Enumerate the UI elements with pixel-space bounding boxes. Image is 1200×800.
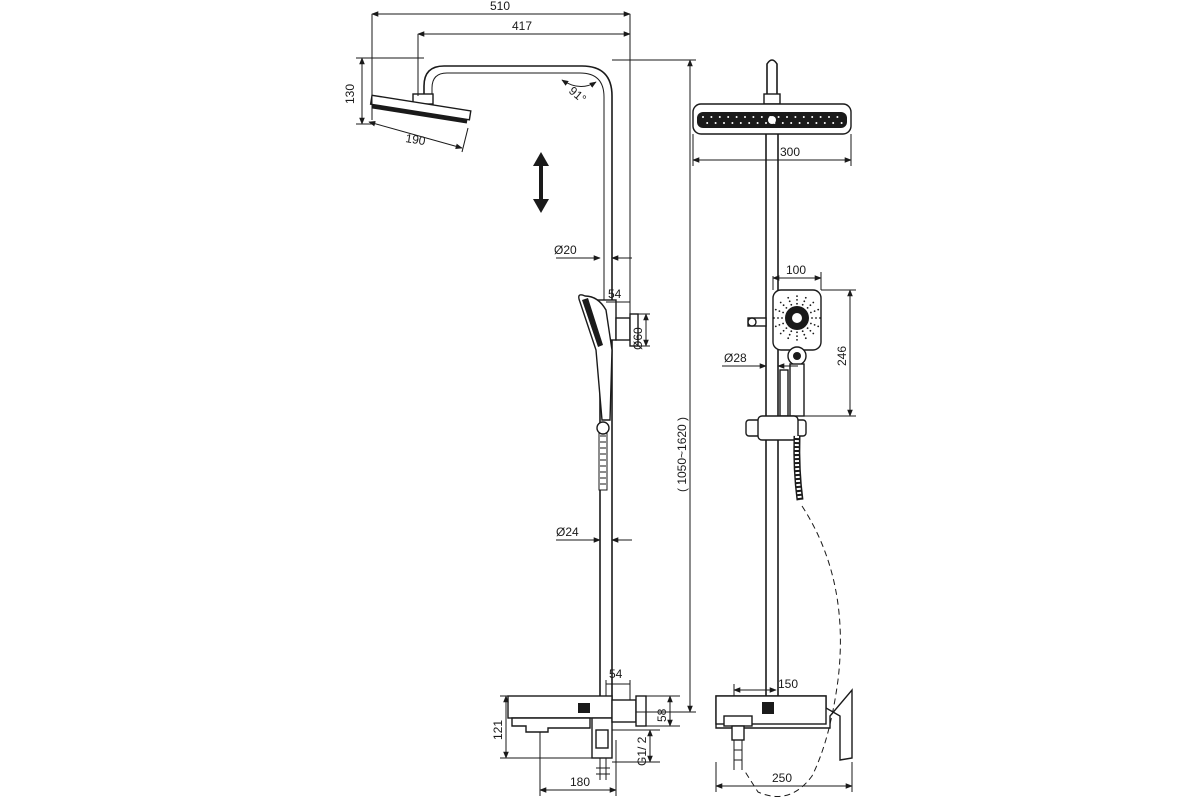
shower-arm <box>423 65 613 300</box>
dim-mixer-drop: 58 <box>655 708 669 722</box>
height-adjust-arrow-icon <box>533 152 549 213</box>
rain-head-side <box>369 94 472 124</box>
dim-head-diameter: 190 <box>405 131 427 148</box>
dim-mixer-offset: 54 <box>609 667 623 681</box>
front-dimensions: 300 100 246 Ø28 150 250 <box>692 134 856 792</box>
dim-front-hand-width: 100 <box>786 263 806 277</box>
dim-spout-length: 180 <box>570 775 590 789</box>
hand-shower-side <box>578 294 613 421</box>
dim-holder-diameter: Ø60 <box>631 327 645 350</box>
dim-front-head-width: 300 <box>780 145 800 159</box>
dim-arm-angle: 91° <box>566 84 589 107</box>
hand-shower-front <box>772 289 822 417</box>
dim-front-pipe: Ø28 <box>724 351 747 365</box>
dim-mixer-height: 121 <box>491 720 505 740</box>
mixer-front <box>715 688 853 770</box>
dim-holder-offset: 54 <box>608 287 622 301</box>
side-view <box>369 65 647 780</box>
dim-arm-reach: 417 <box>512 19 532 33</box>
dim-head-drop: 130 <box>343 84 357 104</box>
dim-thread: G1/ 2 <box>635 736 649 766</box>
front-view <box>692 59 853 797</box>
dim-front-hand-height: 246 <box>835 346 849 366</box>
mixer-body-side <box>507 695 613 719</box>
dim-pipe-upper: Ø20 <box>554 243 577 257</box>
top-rod <box>766 59 778 96</box>
dim-pipe-lower: Ø24 <box>556 525 579 539</box>
dim-front-mixer-width: 250 <box>772 771 792 785</box>
side-dimensions: 510 417 130 91° 190 Ø20 54 Ø60 ( 1050~16… <box>343 0 696 796</box>
dim-height-range: ( 1050~1620 ) <box>675 417 689 492</box>
dim-overall-reach: 510 <box>490 0 510 13</box>
rain-head-front <box>692 103 852 135</box>
holder-bracket <box>615 317 631 341</box>
dim-front-mixer-half: 150 <box>778 677 798 691</box>
